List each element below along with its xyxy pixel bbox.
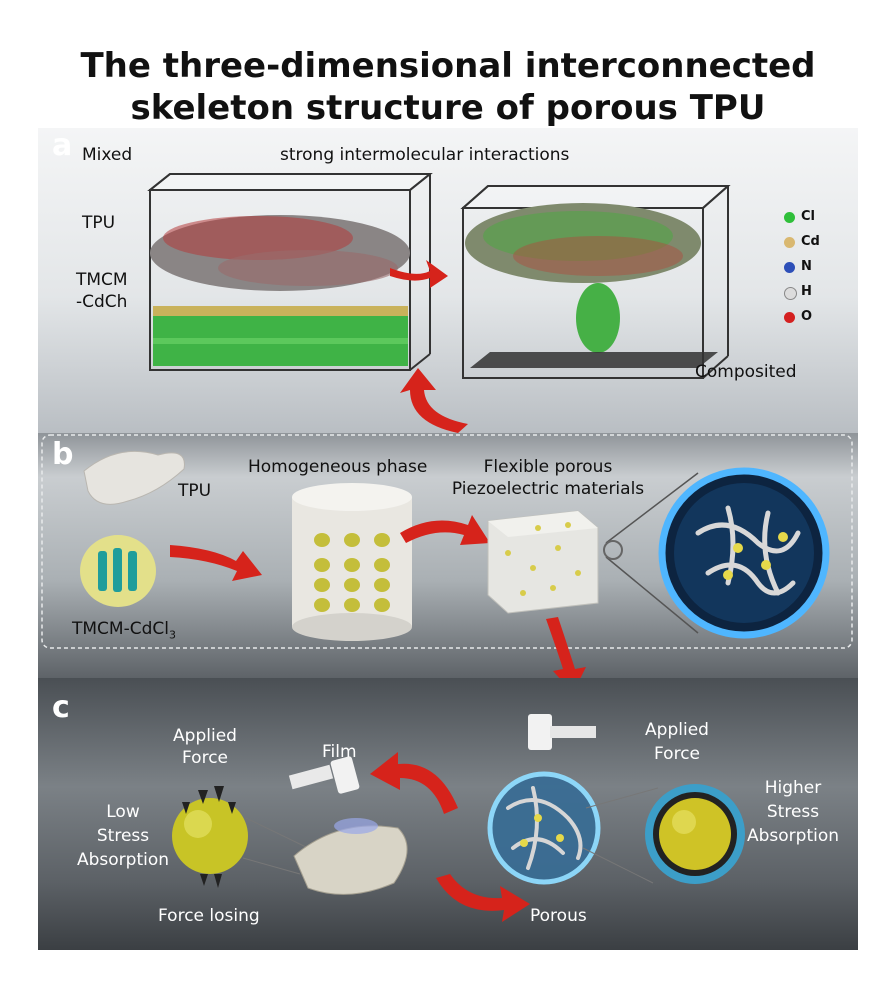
title-line-1: The three-dimensional interconnected [80, 46, 816, 86]
b-arrow-down [546, 617, 586, 678]
applied-right-line1: Applied [645, 720, 709, 740]
composited-molecules [465, 203, 718, 368]
hammer-right [528, 714, 596, 750]
porous-block [487, 510, 599, 614]
tpu-label-a: TPU [82, 213, 116, 233]
tpu-label-b: TPU [178, 481, 212, 501]
tmcm-label-b: TMCM-CdCl3 [72, 619, 176, 642]
composited-box [460, 185, 731, 379]
legend-cd: Cd [784, 234, 820, 249]
c-arrow-porous [436, 874, 530, 922]
homogeneous-cylinder [292, 483, 412, 641]
mixed-label: Mixed [82, 145, 133, 165]
higher-line2: Stress [766, 802, 820, 822]
panel-c: c Applied Force Film Low Stress Absorpti… [38, 678, 858, 950]
panel-c-letter: c [52, 690, 70, 725]
low-stress-sphere [172, 798, 248, 874]
porous-sphere [487, 771, 601, 885]
panel-a-illustration [147, 173, 731, 433]
homogeneous-label: Homogeneous phase [248, 457, 428, 477]
applied-left-line1: Applied [173, 726, 237, 746]
title-line-2: skeleton structure of porous TPU [130, 88, 766, 128]
applied-left-line2: Force [182, 748, 228, 768]
panel-b-letter: b [52, 437, 74, 472]
zoom-network [695, 505, 801, 596]
porous-dots [505, 522, 581, 596]
c-arrow-film [370, 752, 458, 814]
legend-o: O [784, 309, 812, 324]
b-arrow-2 [400, 515, 490, 545]
low-line1: Low [106, 802, 140, 822]
film-label: Film [322, 742, 357, 762]
legend-h: H [784, 284, 812, 300]
mixed-crystal-layer [153, 306, 408, 366]
porous-label: Porous [530, 906, 587, 926]
higher-line3: Absorption [746, 826, 840, 846]
higher-line1: Higher [764, 778, 822, 798]
a-arrow-right [390, 260, 448, 288]
high-stress-sphere [645, 784, 745, 884]
legend-n: N [784, 259, 812, 274]
panel-a-letter: a [52, 128, 73, 163]
b-arrow-1 [170, 545, 262, 581]
yellow-particles [314, 533, 390, 612]
panel-b-illustration [41, 434, 853, 678]
low-line3: Absorption [76, 850, 170, 870]
a-arrow-curved [400, 368, 468, 433]
tmcm-label-line1: TMCM [76, 270, 128, 290]
panel-b: b TPU Homogeneous phase Flexible porous … [38, 433, 858, 678]
tmcm-crystals [98, 548, 137, 592]
hammer-left [288, 756, 360, 794]
interactions-label: strong intermolecular interactions [280, 145, 570, 165]
applied-right-line2: Force [654, 744, 700, 764]
flexible-label-line1: Flexible porous [483, 457, 613, 477]
tmcm-label-line2: -CdCh [76, 292, 128, 312]
low-line2: Stress [96, 826, 150, 846]
flexible-label-line2: Piezoelectric materials [451, 479, 645, 499]
tpu-sample [83, 450, 185, 505]
mixed-tpu-molecules [150, 215, 410, 291]
force-losing-label: Force losing [158, 906, 260, 926]
force-arrows-left [182, 786, 236, 888]
legend-cl: Cl [784, 209, 815, 224]
panel-c-illustration [172, 714, 745, 922]
film [293, 825, 408, 895]
panel-a: a Mixed strong intermolecular interactio… [38, 128, 858, 433]
composited-label: Composited [695, 362, 797, 382]
